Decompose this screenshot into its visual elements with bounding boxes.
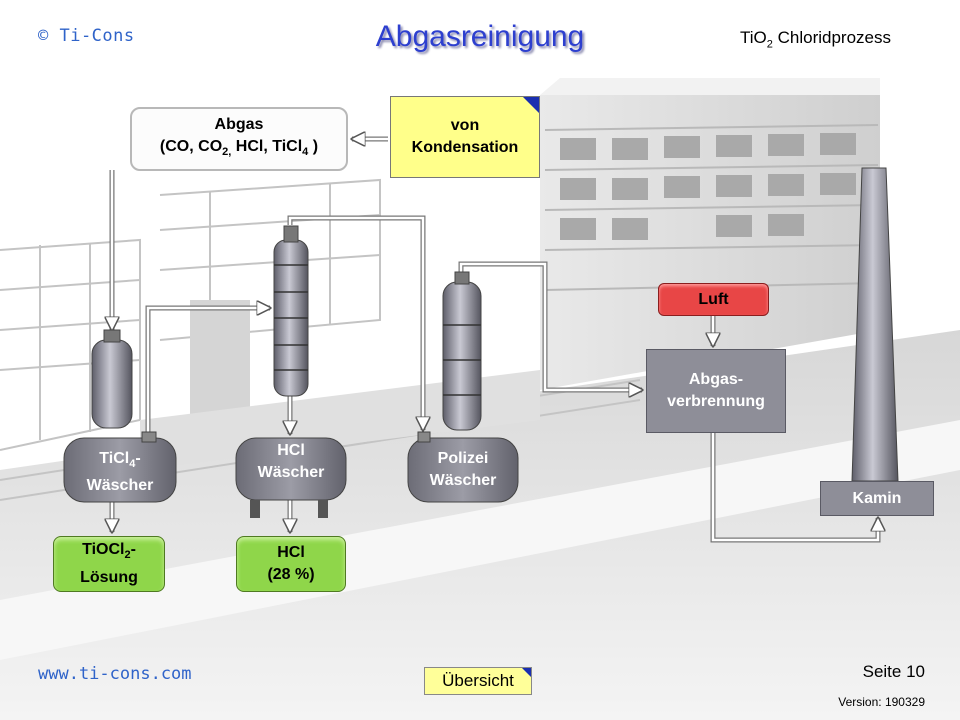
link-corner-icon <box>522 668 531 677</box>
exhaust-gas-box: Abgas (CO, CO2, HCl, TiCl4 ) <box>130 107 348 171</box>
police-scrubber-label: Polizei Wäscher <box>429 450 497 489</box>
copyright-label: © Ti-Cons <box>38 26 135 46</box>
hcl-product-box: HCl(28 %) <box>236 536 346 592</box>
link-corner-icon <box>523 97 539 113</box>
ticl4-scrubber-column <box>63 329 177 503</box>
process-subtitle: TiO2 Chloridprozess <box>740 28 891 51</box>
stack-label-box: Kamin <box>820 481 934 516</box>
page-title: Abgasreinigung <box>375 20 585 53</box>
website-link[interactable]: www.ti-cons.com <box>38 664 192 684</box>
version-label: Version: 190329 <box>838 695 925 709</box>
ticl4-scrubber-label: TiCl4- Wäscher <box>86 450 154 495</box>
stack-chimney <box>851 167 899 482</box>
overview-button[interactable]: Übersicht <box>424 667 532 695</box>
hcl-scrubber-label: HCl Wäscher <box>257 442 325 481</box>
exhaust-incineration-box: Abgas-verbrennung <box>646 349 786 433</box>
air-box: Luft <box>658 283 769 316</box>
hcl-scrubber-column <box>235 225 347 518</box>
police-scrubber-column <box>407 271 519 503</box>
tiocl2-solution-box: TiOCl2-Lösung <box>53 536 165 592</box>
page-number: Seite 10 <box>862 662 925 681</box>
